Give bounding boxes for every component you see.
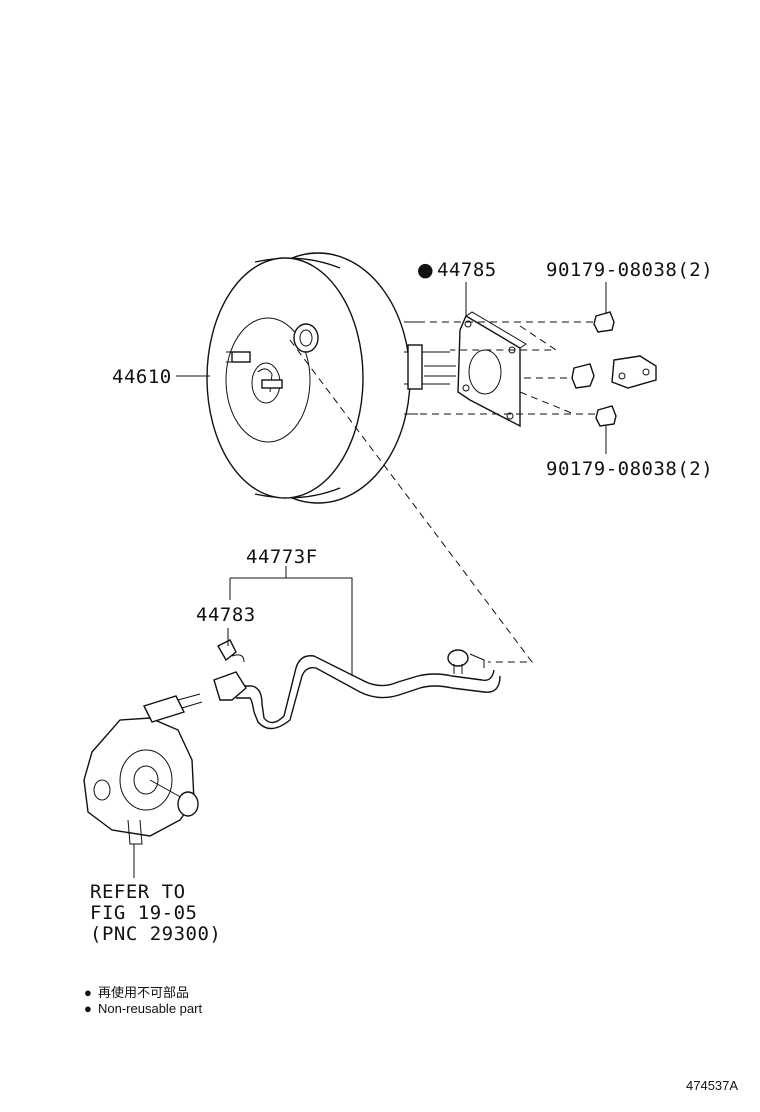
label-clip: 44783 [196,604,256,626]
refer-line-2: FIG 19-05 [90,902,197,924]
label-nut-bottom: 90179-08038(2) [546,458,713,480]
label-nut-top: 90179-08038(2) [546,259,713,281]
legend-marker-1: ● [84,985,92,1000]
vacuum-pump [83,693,203,845]
gasket-plate [457,311,527,428]
label-booster: 44610 [112,366,172,388]
legend-text-en: Non-reusable part [98,1001,202,1016]
label-hose-assy: 44773F [246,546,318,568]
legend: ● 再使用不可部品 ● Non-reusable part [84,985,202,1016]
label-gasket: 44785 [437,259,497,281]
vacuum-hose [213,639,501,730]
clevis-nut [571,363,595,389]
figure-id: 474537A [686,1078,738,1093]
gasket-marker: ● [417,259,434,281]
nut-bottom [595,405,617,427]
brake-booster [206,252,456,504]
nut-top [593,311,615,333]
refer-line-3: (PNC 29300) [90,923,221,945]
assembly-dashed-lines [289,321,596,663]
legend-text-jp: 再使用不可部品 [98,985,189,1000]
refer-line-1: REFER TO [90,881,186,903]
legend-marker-2: ● [84,1001,92,1016]
leader-lines [133,282,607,878]
clevis [611,355,657,389]
